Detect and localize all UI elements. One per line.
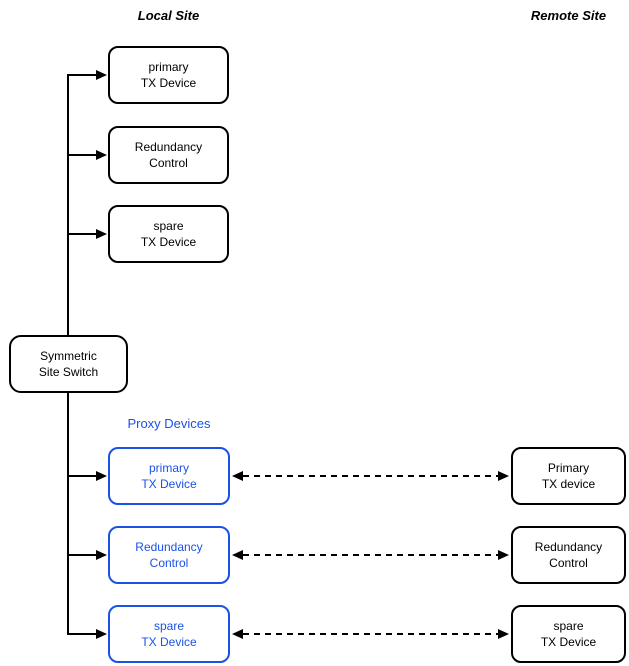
node-label-line: Site Switch [38, 365, 99, 379]
node-label-line: Symmetric [40, 349, 97, 363]
local-device-box-redundancy: Redundancy Control [108, 126, 229, 184]
node-label-line: spare [553, 619, 584, 633]
local-site-title: Local Site [137, 8, 200, 23]
node-label-line: TX Device [141, 477, 197, 491]
arrowhead-proxy-spare [96, 629, 107, 639]
node-label-line: primary [148, 461, 189, 475]
node-label-line: Redundancy [134, 140, 203, 154]
site-switch-box: Symmetric Site Switch [9, 335, 128, 393]
node-label-line: Control [149, 556, 189, 570]
node-label-line: TX Device [140, 235, 197, 249]
dashed-arrowhead-left-redundancy [232, 550, 243, 560]
dashed-arrowhead-right-redundancy [498, 550, 509, 560]
proxy-device-box-spare: spare TX Device [108, 605, 230, 663]
proxy-device-box-redundancy: Redundancy Control [108, 526, 230, 584]
node-label-line: TX device [541, 477, 596, 491]
arrowhead-local-primary [96, 70, 107, 80]
node-label-line: Primary [547, 461, 590, 475]
local-device-box-spare: spare TX Device [108, 205, 229, 263]
arrowhead-local-spare [96, 229, 107, 239]
remote-device-box-spare: spare TX Device [511, 605, 626, 663]
node-label-line: Redundancy [534, 540, 603, 554]
dashed-arrowhead-left-primary [232, 471, 243, 481]
remote-device-box-redundancy: Redundancy Control [511, 526, 626, 584]
proxy-device-box-primary: primary TX Device [108, 447, 230, 505]
local-device-box-primary: primary TX Device [108, 46, 229, 104]
arrowhead-local-redundancy [96, 150, 107, 160]
arrowhead-proxy-primary [96, 471, 107, 481]
node-label-line: spare [153, 219, 184, 233]
node-label-line: Control [549, 556, 588, 570]
node-label-line: Redundancy [135, 540, 203, 554]
node-label-line: TX Device [140, 76, 197, 90]
dashed-arrowhead-right-primary [498, 471, 509, 481]
proxy-devices-label: Proxy Devices [127, 416, 211, 431]
node-label-line: TX Device [540, 635, 597, 649]
arrowhead-proxy-redundancy [96, 550, 107, 560]
dashed-arrowhead-right-spare [498, 629, 509, 639]
remote-device-box-primary: Primary TX device [511, 447, 626, 505]
node-label-line: Control [149, 156, 188, 170]
dashed-arrowhead-left-spare [232, 629, 243, 639]
node-label-line: primary [148, 60, 189, 74]
remote-site-title: Remote Site [530, 8, 607, 23]
node-label-line: spare [153, 619, 185, 633]
node-label-line: TX Device [141, 635, 197, 649]
